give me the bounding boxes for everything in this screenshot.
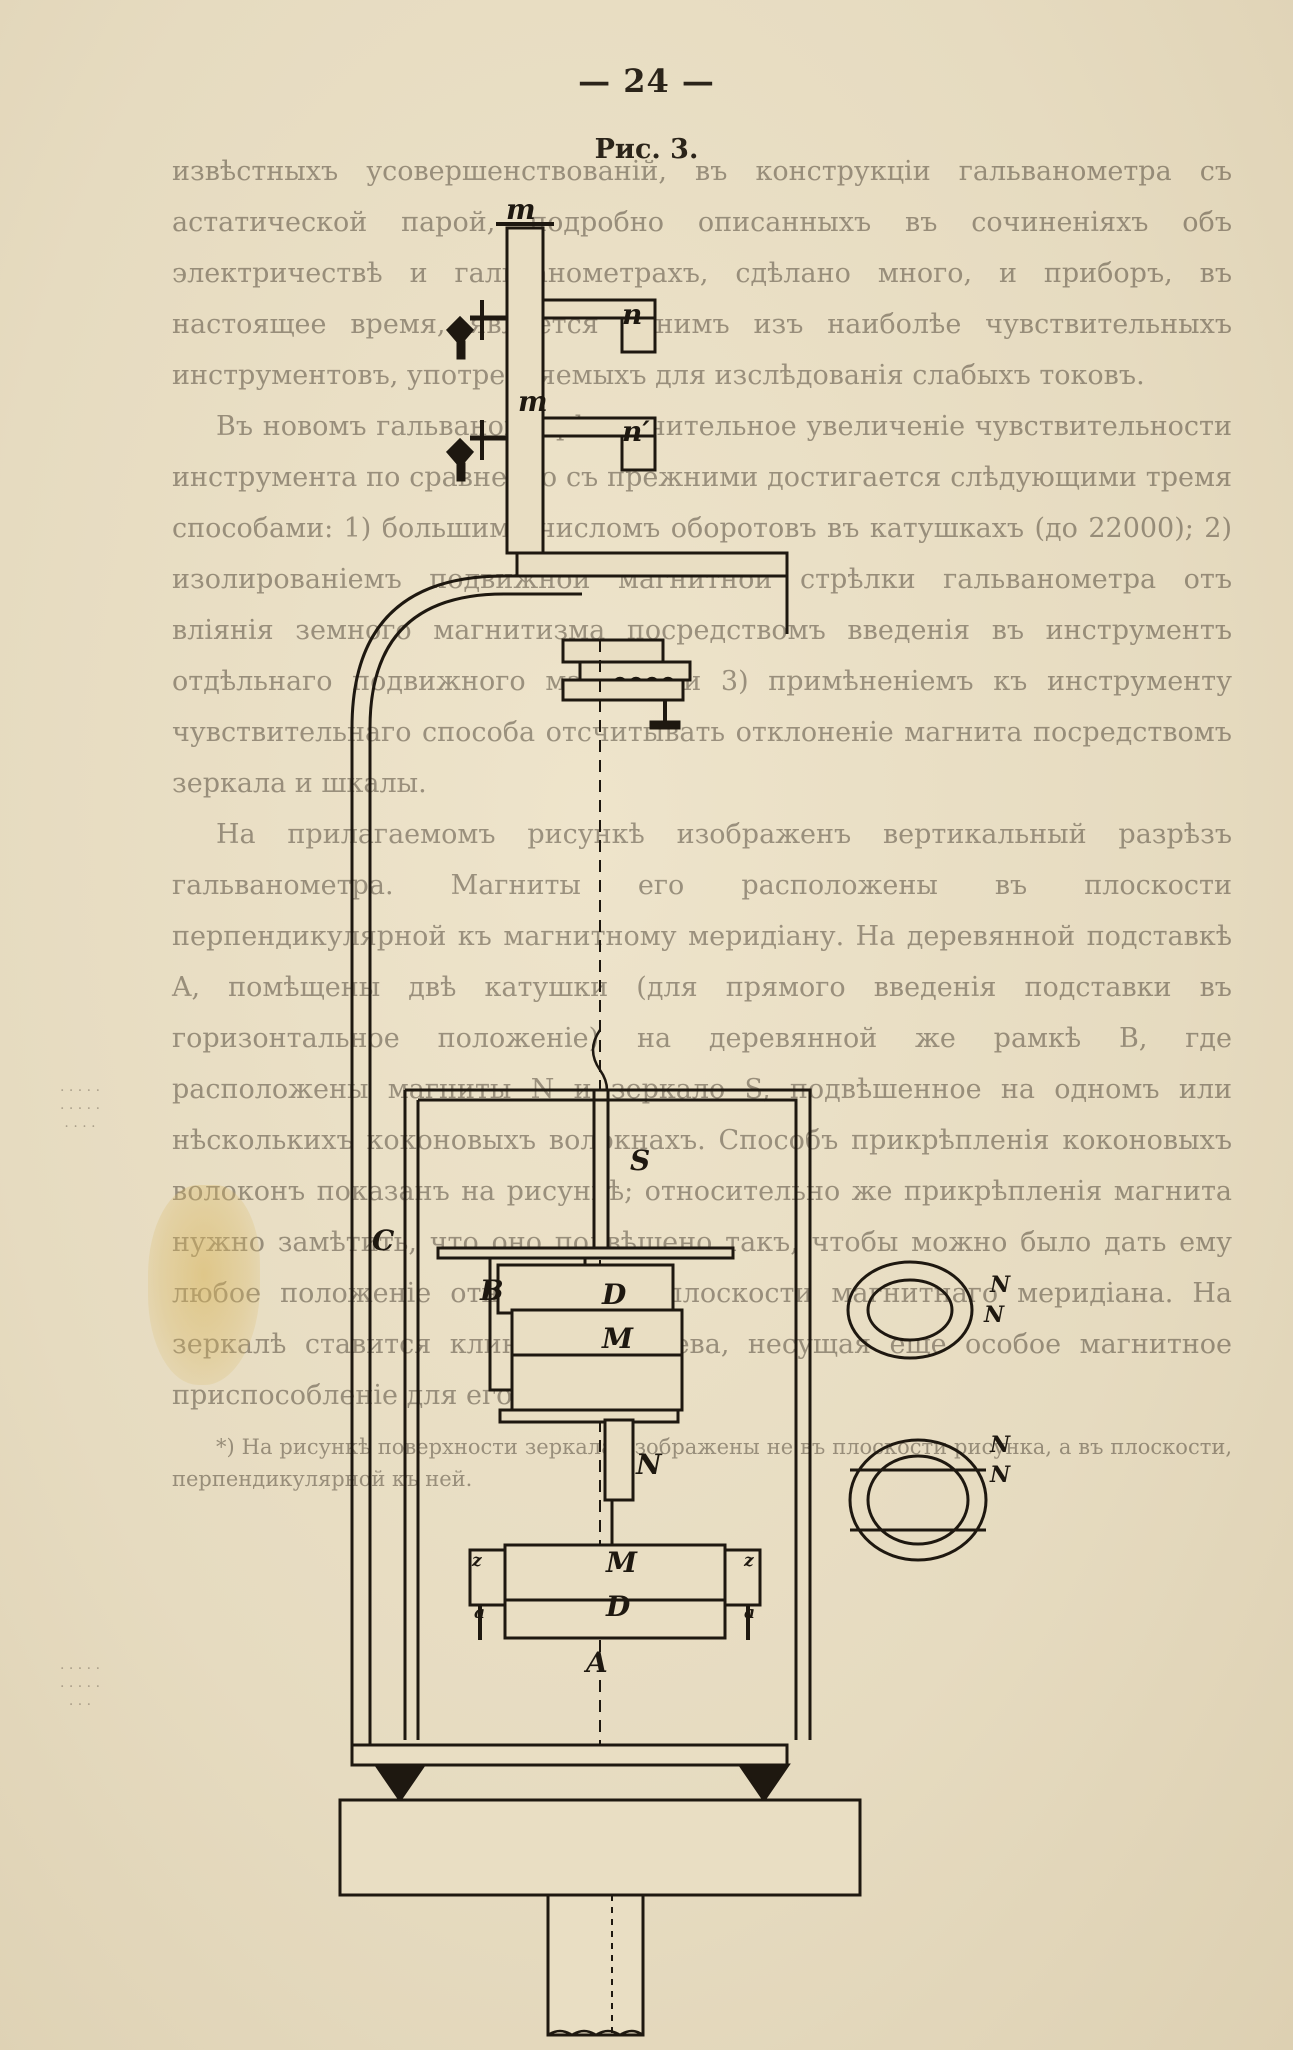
label-m-upper-magnet: M — [601, 1322, 634, 1355]
label-m-lower-magnet: M — [605, 1546, 638, 1579]
label-s: S — [630, 1144, 650, 1177]
label-m-mid: m — [518, 385, 548, 418]
label-ring-upper-n1: N — [989, 1272, 1011, 1298]
footnote: *) На рисункѣ поверхности зеркала изобра… — [172, 1435, 1232, 1491]
label-z-left: z — [471, 1551, 482, 1571]
paragraph-2: Въ новомъ гальванометрѣ значительное уве… — [172, 411, 1232, 799]
label-b: B — [479, 1274, 504, 1307]
page-number: — 24 — — [578, 62, 715, 100]
label-a-right: a — [744, 1603, 755, 1623]
label-d-bottom: D — [605, 1590, 631, 1623]
water-stain — [148, 1185, 260, 1385]
label-z-right: z — [743, 1551, 754, 1571]
label-ring-lower-n2: N — [989, 1462, 1011, 1488]
label-d-top: D — [601, 1278, 627, 1311]
label-n-mid: n′ — [622, 415, 650, 448]
figure-caption: Рис. 3. — [594, 134, 699, 165]
label-a: A — [583, 1646, 608, 1679]
margin-note-2: · · · · ·· · · · ·· · · — [59, 1661, 101, 1713]
label-n-needle: N — [635, 1448, 663, 1481]
label-m-top: m — [506, 193, 536, 226]
label-n-top: n — [622, 298, 642, 331]
label-a-left: a — [474, 1603, 485, 1623]
margin-note-1: · · · · ·· · · · ·· · · · — [59, 1083, 101, 1135]
label-ring-upper-n2: N — [983, 1302, 1005, 1328]
label-ring-lower-n1: N — [989, 1432, 1011, 1458]
paragraph-1: извѣстныхъ усовершенствованій, въ констр… — [172, 156, 1232, 391]
label-c: C — [372, 1224, 395, 1257]
